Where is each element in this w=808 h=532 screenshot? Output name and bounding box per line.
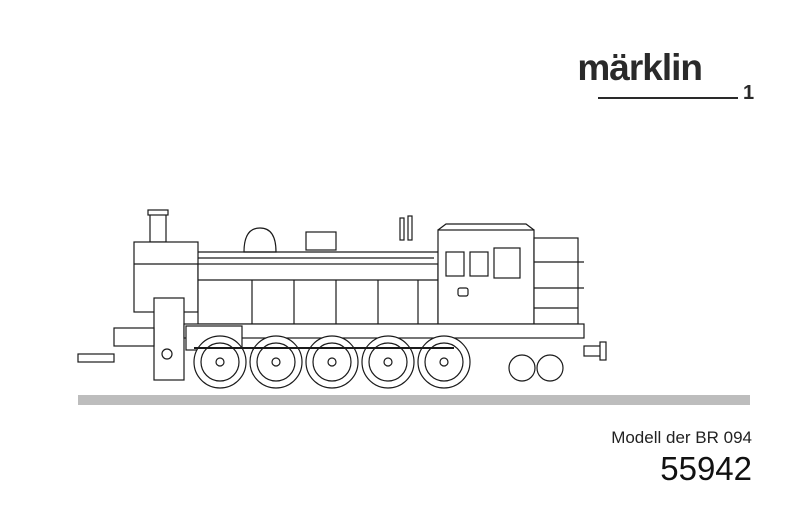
model-caption: Modell der BR 094 [611, 428, 752, 448]
article-number: 55942 [660, 450, 752, 488]
marklin-logo: märklin 1 [596, 40, 756, 104]
track-rail [78, 395, 750, 405]
logo-underline [598, 97, 738, 99]
logo-gauge-number: 1 [743, 82, 754, 104]
logo-wordmark: märklin [577, 48, 702, 88]
locomotive-drawing-icon [74, 208, 614, 394]
